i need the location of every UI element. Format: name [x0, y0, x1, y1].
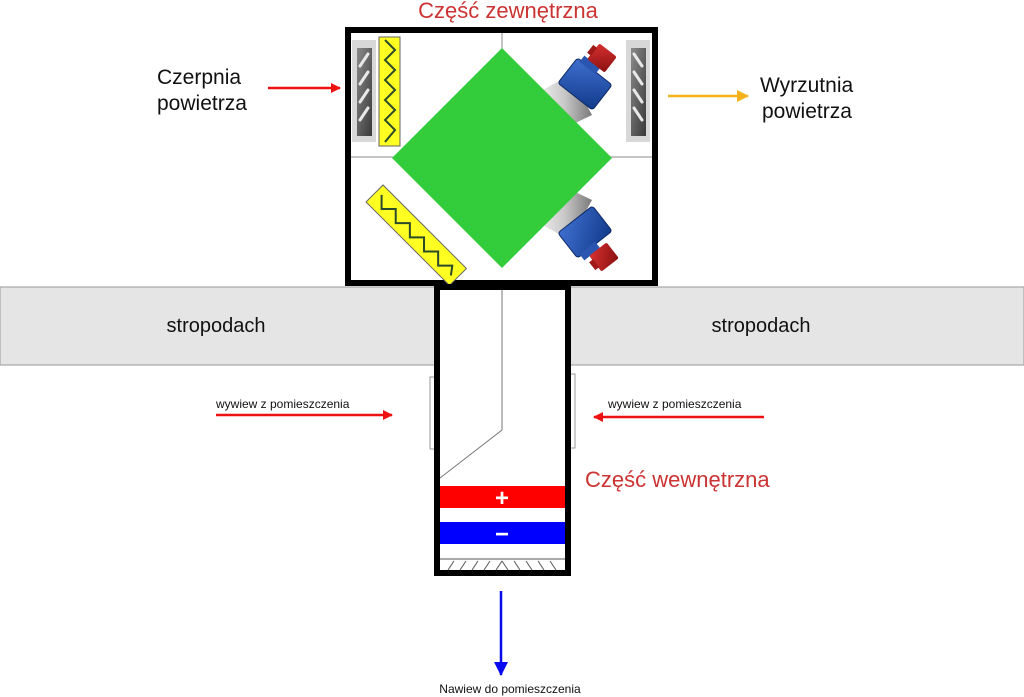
internal-part-title: Część wewnętrzna	[585, 467, 770, 492]
supply-fan-icon	[537, 187, 619, 271]
cooler-coil	[440, 522, 565, 544]
supply-diffuser-icon	[440, 558, 565, 571]
supply-fan-motor-icon	[589, 243, 619, 271]
exhaust-label-line1: Wyrzutnia	[760, 74, 853, 97]
exhaust-louver-icon	[626, 40, 650, 142]
intake-filter-icon	[378, 36, 401, 147]
external-part-title: Część zewnętrzna	[418, 0, 599, 23]
roof-slab-right	[567, 286, 1024, 366]
intake-louver-icon	[352, 40, 376, 142]
intake-label-line1: Czerpnia	[157, 66, 241, 89]
exhaust-fan-motor-icon	[587, 44, 617, 72]
roof-left-label: stropodach	[167, 315, 266, 337]
internal-duct-divider	[439, 290, 503, 479]
extract-label-right: wywiew z pomieszczenia	[607, 397, 742, 411]
heater-coil	[440, 486, 565, 508]
cooler-symbol: −	[495, 521, 509, 548]
exhaust-label-line2: powietrza	[762, 100, 852, 123]
heater-symbol: +	[495, 485, 509, 512]
roof-slab-left	[0, 286, 438, 366]
supply-label: Nawiew do pomieszczenia	[439, 682, 581, 696]
extract-filter-icon	[365, 184, 468, 287]
heat-exchanger	[392, 48, 612, 268]
roof-right-label: stropodach	[712, 315, 811, 337]
extract-label-left: wywiew z pomieszczenia	[215, 397, 350, 411]
exhaust-fan-icon	[537, 44, 617, 128]
intake-label-line2: powietrza	[157, 92, 247, 115]
